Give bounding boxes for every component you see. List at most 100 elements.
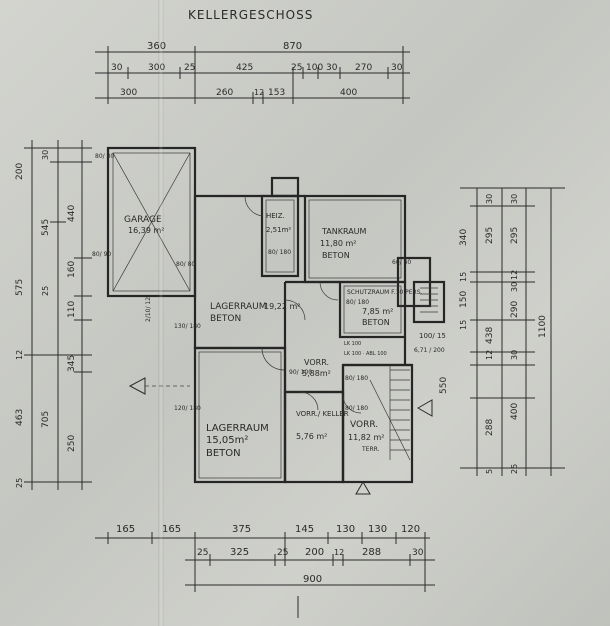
dim-left-575: 575 bbox=[15, 279, 25, 296]
dim-right-mid-30: 30 bbox=[485, 194, 494, 204]
dim-top-360: 360 bbox=[147, 41, 166, 52]
room-tank-area: 11,80 m² bbox=[320, 239, 356, 248]
dim-left-110: 110 bbox=[67, 301, 77, 318]
dim-right-mid-288: 288 bbox=[485, 419, 495, 436]
dim-left-345: 345 bbox=[67, 355, 77, 372]
dim-left-440: 440 bbox=[67, 205, 77, 222]
dim-right-mid-12: 12 bbox=[485, 350, 494, 360]
opening-lager1-bottom: 2/10/ 12 bbox=[145, 297, 152, 322]
dim-top-12: 12 bbox=[254, 88, 264, 97]
dim-right-in-295: 295 bbox=[510, 227, 520, 244]
dim-top-30b: 30 bbox=[326, 63, 338, 73]
dim-left-25: 25 bbox=[41, 286, 50, 296]
room-vorr2-area: 11,82 m² bbox=[348, 433, 384, 442]
room-labels: GARAGE 16,39 m² HEIZ. 2,51m² TANKRAUM 11… bbox=[124, 212, 423, 459]
opening-vorr-door: 90/ 100 bbox=[289, 369, 312, 376]
dim-top-100: 100 bbox=[306, 63, 323, 73]
opening-keller-door: 80/ 180 bbox=[345, 405, 368, 412]
room-lager2-material: BETON bbox=[206, 448, 241, 459]
room-vorr1-name: VORR. bbox=[304, 358, 329, 367]
dim-left-250: 250 bbox=[67, 435, 77, 452]
dim-bot-130a: 130 bbox=[336, 524, 355, 535]
room-lager2-area: 15,05m² bbox=[206, 435, 248, 446]
dim-right-in-30b: 30 bbox=[510, 282, 519, 292]
dim-top-25a: 25 bbox=[184, 63, 195, 73]
dim-bot-200: 200 bbox=[305, 547, 324, 558]
dim-right-in-25: 25 bbox=[510, 464, 519, 474]
opening-annotations: 80/ 30 80/ 90 80/ 80 2/10/ 12 80/ 180 60… bbox=[92, 153, 446, 412]
opening-lager1-left: 80/ 80 bbox=[176, 261, 195, 268]
dimension-chain-top: 360 870 30 300 25 425 25 100 30 270 30 3… bbox=[95, 41, 410, 104]
dimension-chain-bottom: 165 165 375 145 130 130 120 25 325 25 20… bbox=[95, 524, 435, 618]
room-heiz-name: HEIZ. bbox=[266, 212, 285, 220]
opening-tank-door: 60/ 40 bbox=[392, 259, 411, 266]
note-lk2: LK 100 · ABL 100 bbox=[344, 351, 387, 357]
room-tank-name: TANKRAUM bbox=[321, 227, 367, 236]
opening-schutz-door: 80/ 180 bbox=[346, 299, 369, 306]
dim-right-mid-150: 150 bbox=[459, 291, 469, 308]
room-vorrkeller-name: VORR./ KELLER bbox=[296, 410, 349, 418]
dim-top-25b: 25 bbox=[291, 63, 302, 73]
dim-top-260: 260 bbox=[216, 88, 233, 98]
dim-bot-288: 288 bbox=[362, 547, 381, 558]
walls bbox=[106, 146, 446, 495]
dim-right-in-12: 12 bbox=[510, 270, 519, 280]
dim-left-705: 705 bbox=[41, 411, 51, 428]
dim-bot-12: 12 bbox=[334, 548, 344, 557]
dim-right-in-290: 290 bbox=[510, 301, 520, 318]
dim-right-340: 340 bbox=[459, 229, 469, 246]
dim-left-463: 463 bbox=[15, 409, 25, 426]
opening-garage-top: 80/ 30 bbox=[95, 153, 114, 160]
opening-vorr-door2: 80/ 180 bbox=[345, 375, 368, 382]
dim-right-mid-295: 295 bbox=[485, 227, 495, 244]
opening-heiz-door: 80/ 180 bbox=[268, 249, 291, 256]
dim-bot-25b: 25 bbox=[277, 548, 288, 558]
dim-bot-25a: 25 bbox=[197, 548, 208, 558]
dimension-chain-left: 575 12 463 25 200 545 705 30 440 160 25 … bbox=[15, 140, 92, 490]
dim-left-25b: 25 bbox=[15, 478, 24, 488]
note-level: 6,71 / 200 bbox=[414, 347, 445, 354]
dim-right-mid-438: 438 bbox=[485, 327, 495, 344]
dim-right-in-30c: 30 bbox=[510, 350, 519, 360]
dim-left-545: 545 bbox=[41, 219, 51, 236]
room-vorr2-material: TERR. bbox=[361, 446, 380, 453]
dim-left-12: 12 bbox=[15, 350, 24, 360]
dim-top-300b: 300 bbox=[120, 88, 137, 98]
room-lager2-name: LAGERRAUM bbox=[206, 423, 269, 434]
dim-top-425: 425 bbox=[236, 63, 253, 73]
dimension-chain-right: 340 550 1100 30 295 15 150 15 438 12 288… bbox=[439, 187, 565, 476]
dim-bot-120: 120 bbox=[401, 524, 420, 535]
room-garage-area: 16,39 m² bbox=[128, 226, 164, 235]
room-vorr1-area: 5,88m² bbox=[302, 369, 331, 378]
dim-top-153: 153 bbox=[268, 88, 285, 98]
dim-right-550: 550 bbox=[439, 377, 449, 394]
room-garage-name: GARAGE bbox=[124, 215, 162, 225]
dim-top-870: 870 bbox=[283, 41, 302, 52]
dim-bot-130b: 130 bbox=[368, 524, 387, 535]
dim-left-160: 160 bbox=[67, 261, 77, 278]
room-schutz-name: SCHUTZRAUM F.10 PERS. bbox=[347, 289, 423, 296]
plan-title: KELLERGESCHOSS bbox=[188, 8, 313, 22]
room-vorr2-name: VORR. bbox=[350, 420, 378, 430]
dim-right-mid-15b: 15 bbox=[459, 320, 468, 330]
room-schutz-material: BETON bbox=[362, 318, 390, 327]
dim-bot-165b: 165 bbox=[162, 524, 181, 535]
room-lager1-name: LAGERRAUM bbox=[210, 302, 267, 312]
room-lager1-material: BETON bbox=[210, 314, 241, 324]
room-vorrkeller-area: 5,76 m² bbox=[296, 432, 327, 441]
dim-left-30: 30 bbox=[41, 150, 50, 160]
room-heiz-area: 2,51m² bbox=[266, 226, 291, 234]
room-tank-material: BETON bbox=[322, 251, 350, 260]
dim-right-mid-15a: 15 bbox=[459, 272, 468, 282]
opening-lager1-door: 130/ 180 bbox=[174, 323, 201, 330]
paper-fold bbox=[158, 0, 164, 626]
dim-right-1100: 1100 bbox=[538, 315, 548, 338]
room-schutz-area: 7,85 m² bbox=[362, 307, 393, 316]
dim-right-in-30a: 30 bbox=[510, 194, 519, 204]
note-lk1: LK 100 bbox=[344, 341, 361, 347]
dim-bot-900: 900 bbox=[303, 574, 322, 585]
dim-bot-375: 375 bbox=[232, 524, 251, 535]
opening-stair: 100/ 15 bbox=[419, 332, 446, 340]
dim-top-30c: 30 bbox=[391, 63, 403, 73]
